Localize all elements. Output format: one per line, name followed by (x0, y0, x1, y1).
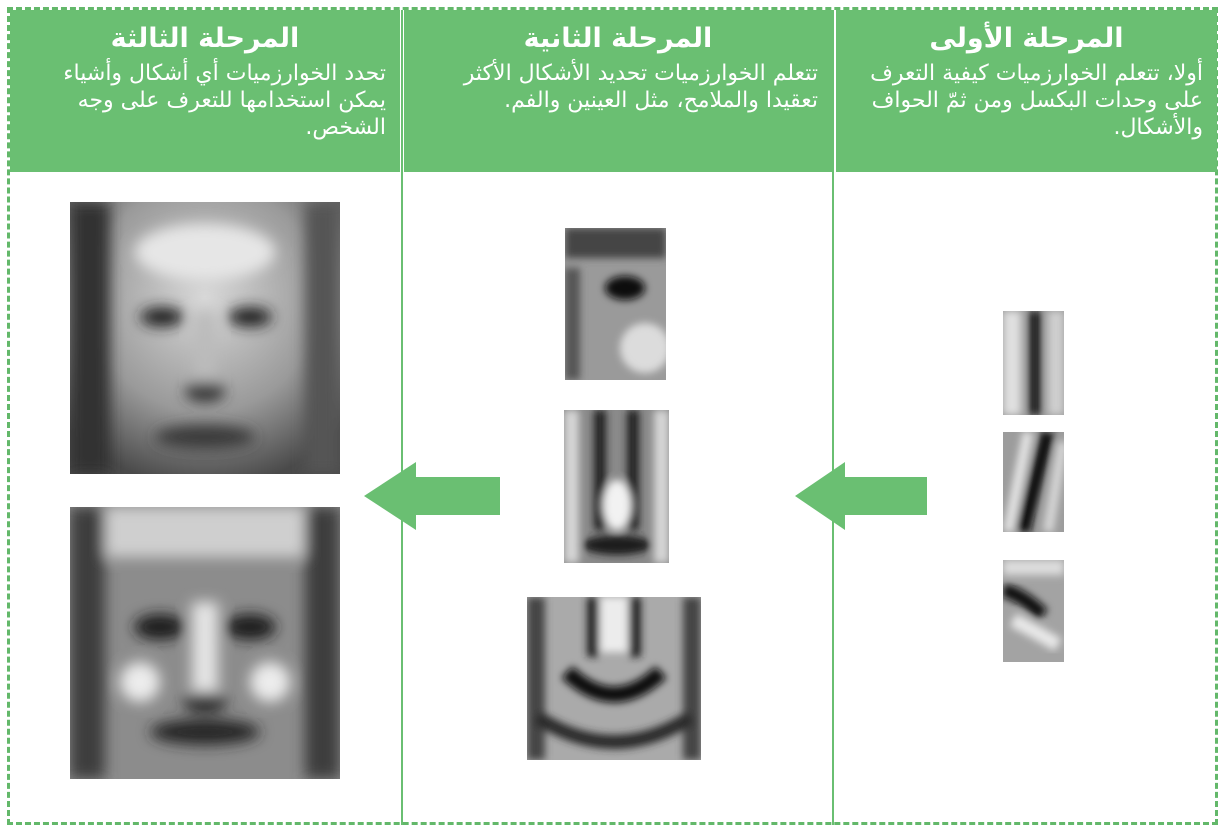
face-image-2 (70, 507, 340, 779)
edge-image-1 (1003, 311, 1064, 415)
arrow-stage1-to-stage2-icon (795, 462, 927, 530)
stage-2-text: تتعلم الخوارزميات تحديد الأشكال الأكثر ت… (463, 61, 818, 113)
stage-1-title: المرحلة الأولى (929, 23, 1124, 54)
stage-3-header: المرحلة الثالثة تحدد الخوارزميات أي أشكا… (10, 10, 400, 172)
column-divider-right (832, 10, 834, 825)
column-divider-left (401, 10, 403, 825)
stage-3-text: تحدد الخوارزميات أي أشكال وأشياء يمكن اس… (63, 61, 386, 140)
edge-image-3 (1003, 560, 1064, 662)
edge-image-2 (1003, 432, 1064, 532)
stage-3-title: المرحلة الثالثة (110, 23, 300, 54)
stage-2-title: المرحلة الثانية (523, 23, 713, 54)
eye-feature-image (565, 228, 666, 380)
arrow-stage2-to-stage3-icon (364, 462, 500, 530)
nose-feature-image (564, 410, 669, 563)
stage-1-header: المرحلة الأولى أولا، تتعلم الخوارزميات ك… (836, 10, 1217, 172)
stage-2-header: المرحلة الثانية تتعلم الخوارزميات تحديد … (404, 10, 832, 172)
face-image-1 (70, 202, 340, 474)
stage-1-text: أولا، تتعلم الخوارزميات كيفية التعرف على… (870, 61, 1203, 140)
mouth-feature-image (527, 597, 701, 760)
diagram-frame (7, 7, 1218, 825)
